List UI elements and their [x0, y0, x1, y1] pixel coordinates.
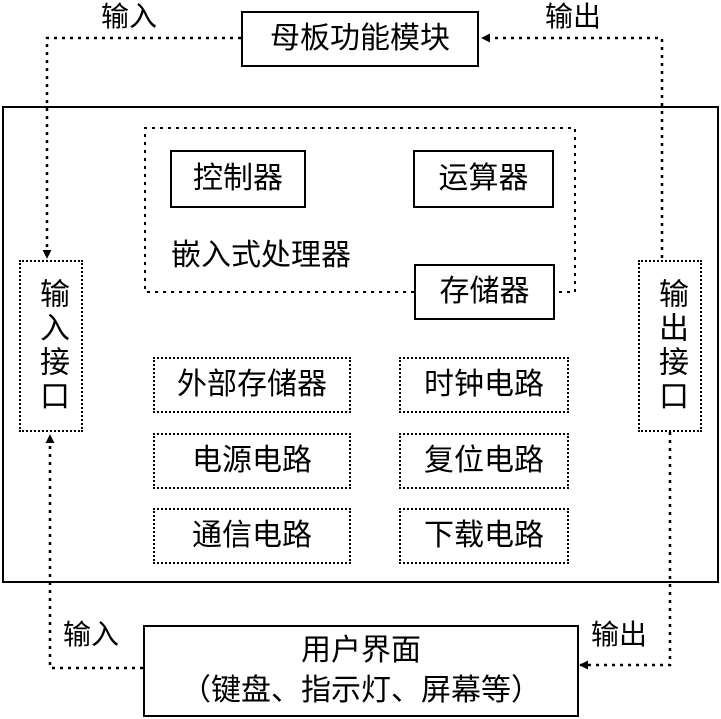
memory-node: 存储器 — [414, 264, 555, 320]
edge-label-output-to-mainboard: 输出 — [545, 0, 602, 33]
edge-mainboard-to-input — [42, 36, 241, 259]
edge-ui-to-input — [45, 434, 143, 670]
reset-circuit-label: 复位电路 — [424, 443, 544, 478]
edge-output-to-mainboard — [481, 33, 664, 258]
edge-output-to-ui — [579, 432, 672, 670]
edge-label-ui-to-input: 输入 — [63, 618, 120, 651]
output-port-label: 输出接口 — [653, 278, 688, 414]
download-circuit-label: 下载电路 — [424, 518, 544, 553]
download-circuit-node: 下载电路 — [399, 508, 569, 564]
input-port-node: 输入接口 — [19, 260, 83, 432]
alu-label: 运算器 — [438, 161, 529, 196]
power-circuit-label: 电源电路 — [192, 443, 312, 478]
edge-label-output-to-ui: 输出 — [591, 618, 648, 651]
power-circuit-node: 电源电路 — [153, 433, 351, 489]
mainboard-module-label: 母板功能模块 — [270, 21, 450, 56]
controller-label: 控制器 — [193, 161, 283, 196]
ext-memory-label: 外部存储器 — [177, 367, 327, 402]
processor-label: 嵌入式处理器 — [171, 238, 351, 273]
clock-circuit-label: 时钟电路 — [424, 367, 544, 402]
user-interface-detail: （键盘、指示灯、屏幕等） — [181, 673, 541, 708]
edge-label-mainboard-to-input: 输入 — [101, 0, 158, 33]
input-port-label: 输入接口 — [34, 278, 69, 414]
controller-node: 控制器 — [170, 150, 306, 208]
comm-circuit-node: 通信电路 — [153, 508, 351, 564]
user-interface-node: 用户界面 （键盘、指示灯、屏幕等） — [143, 625, 579, 717]
clock-circuit-node: 时钟电路 — [399, 357, 569, 413]
alu-node: 运算器 — [413, 150, 554, 208]
mainboard-module-node: 母板功能模块 — [241, 11, 479, 67]
reset-circuit-node: 复位电路 — [399, 433, 569, 489]
output-port-node: 输出接口 — [638, 260, 702, 432]
memory-label: 存储器 — [439, 274, 530, 309]
main-board-frame — [2, 106, 719, 583]
comm-circuit-label: 通信电路 — [192, 518, 312, 553]
ext-memory-node: 外部存储器 — [153, 357, 351, 413]
processor-group-outline — [144, 127, 576, 293]
user-interface-title: 用户界面 — [301, 633, 421, 668]
